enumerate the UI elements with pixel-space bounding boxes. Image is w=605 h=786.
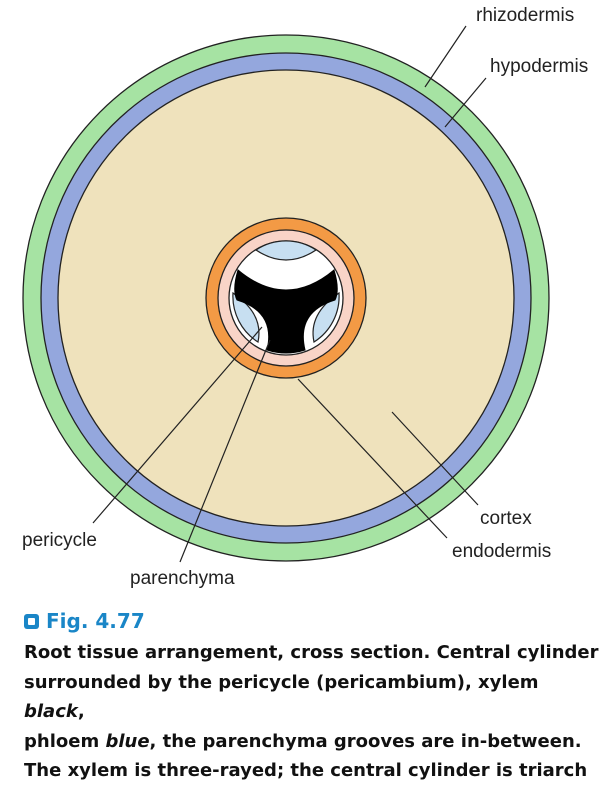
caption-line-4: The xylem is three-rayed; the central cy… <box>24 760 588 781</box>
xylem-triarch <box>234 269 338 354</box>
caption-text: Root tissue arrangement, cross section. … <box>24 638 599 786</box>
phloem-left <box>232 291 260 343</box>
rhizodermis-leader <box>424 25 467 88</box>
figure-number-row: Fig. 4.77 <box>24 606 599 636</box>
caption-line-2-c: , <box>77 701 85 722</box>
figure-number: Fig. 4.77 <box>46 609 145 633</box>
endodermis-label: endodermis <box>452 541 551 562</box>
figure-caption: Fig. 4.77 Root tissue arrangement, cross… <box>24 606 599 786</box>
cortex-leader <box>391 411 479 506</box>
caption-phloem-blue: blue <box>105 730 150 752</box>
caption-line-2: surrounded by the pericycle (pericambium… <box>24 668 599 727</box>
caption-line-3-c: , the parenchyma grooves are in-between. <box>149 730 582 752</box>
pericycle-label: pericycle <box>22 530 97 551</box>
root-cross-section-diagram: rhizodermis hypodermis cortex endodermis… <box>22 5 588 589</box>
phloem-top <box>254 240 318 261</box>
caption-xylem-black: black <box>24 701 78 722</box>
parenchyma-leader <box>179 339 271 563</box>
caption-line-1: Root tissue arrangement, cross section. … <box>24 642 599 663</box>
figure-icon <box>24 613 39 629</box>
cortex-label: cortex <box>480 508 532 529</box>
pericycle-leader <box>92 326 263 524</box>
caption-line-3-a: phloem <box>24 730 106 752</box>
rhizodermis-label: rhizodermis <box>476 5 574 26</box>
endodermis-leader <box>297 378 448 539</box>
hypodermis-leader <box>444 77 487 128</box>
phloem-right <box>312 291 340 343</box>
caption-line-2-a: surrounded by the pericycle (pericambium… <box>24 671 539 693</box>
caption-line-3: phloem blue, the parenchyma grooves are … <box>24 727 599 757</box>
hypodermis-label: hypodermis <box>490 56 588 77</box>
parenchyma-label: parenchyma <box>130 568 235 589</box>
